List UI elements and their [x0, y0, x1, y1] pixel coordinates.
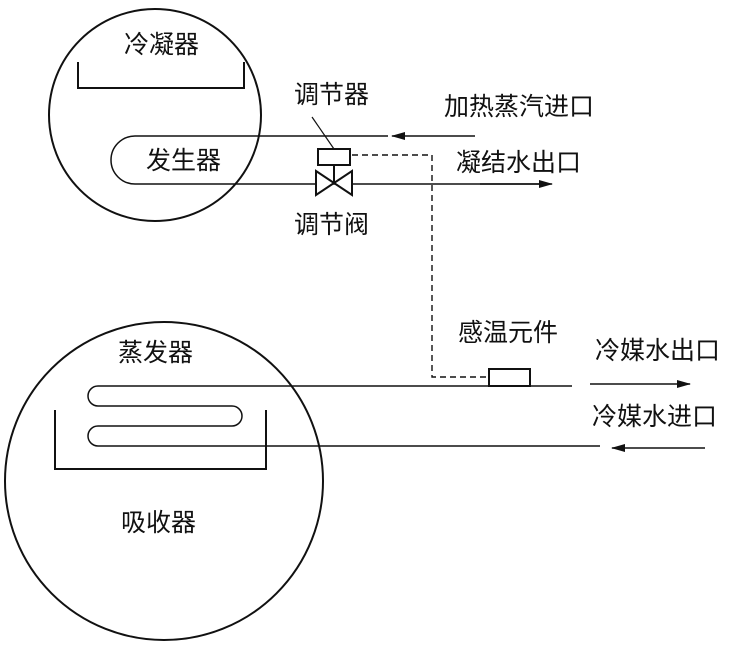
condenser-label: 冷凝器 [124, 30, 200, 59]
regulating-valve-icon [315, 169, 353, 197]
generator-label: 发生器 [146, 146, 222, 175]
regulator-label: 调节器 [294, 80, 370, 109]
condensate-outlet-label: 凝结水出口 [456, 148, 582, 177]
refrigerant-inlet-label: 冷媒水进口 [592, 402, 718, 431]
regulator-box [317, 148, 351, 166]
refrigerant-outlet-label: 冷媒水出口 [595, 336, 721, 365]
condenser-tray [77, 62, 245, 89]
capillary-line [352, 154, 489, 378]
lower-vessel-circle [4, 321, 324, 641]
absorber-label: 吸收器 [121, 508, 197, 537]
regulating-valve-label: 调节阀 [294, 210, 370, 239]
upper-vessel-circle [48, 8, 262, 222]
temp-sensor-element [488, 368, 531, 387]
absorber-tray [54, 410, 267, 470]
heating-steam-inlet-label: 加热蒸汽进口 [444, 92, 595, 121]
evaporator-coil [87, 385, 600, 447]
evaporator-label: 蒸发器 [118, 338, 194, 367]
temp-sensor-label: 感温元件 [458, 318, 559, 347]
regulator-leader [311, 116, 335, 150]
generator-tube [110, 135, 540, 185]
